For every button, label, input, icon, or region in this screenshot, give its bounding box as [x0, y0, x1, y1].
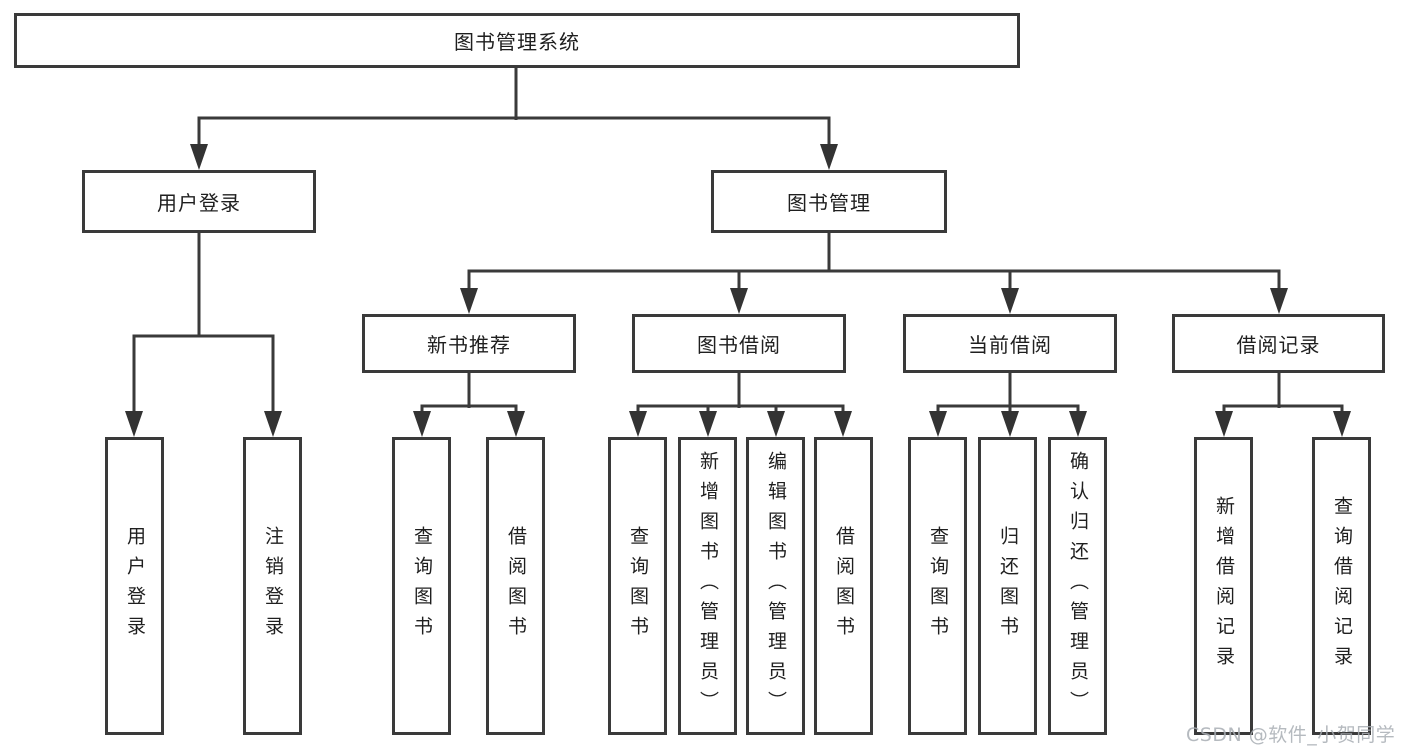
leaf-add-books-admin: 新增图书（管理员） [678, 437, 737, 735]
leaf-user-login: 用户登录 [105, 437, 164, 735]
leaf-confirm-return-admin: 确认归还（管理员） [1048, 437, 1107, 735]
leaf-query-borrow-record: 查询借阅记录 [1312, 437, 1371, 735]
node-current-borrow: 当前借阅 [903, 314, 1117, 373]
leaf-edit-books-admin: 编辑图书（管理员） [746, 437, 805, 735]
leaf-add-borrow-record: 新增借阅记录 [1194, 437, 1253, 735]
leaf-query-books-current: 查询图书 [908, 437, 967, 735]
node-new-book-recommend: 新书推荐 [362, 314, 576, 373]
node-root: 图书管理系统 [14, 13, 1020, 68]
node-borrow-records: 借阅记录 [1172, 314, 1385, 373]
leaf-query-books-borrow: 查询图书 [608, 437, 667, 735]
node-user-login-branch: 用户登录 [82, 170, 316, 233]
watermark-text: CSDN @软件_小贺同学 [1186, 724, 1396, 746]
leaf-borrow-books: 借阅图书 [814, 437, 873, 735]
node-book-borrow: 图书借阅 [632, 314, 846, 373]
leaf-return-books: 归还图书 [978, 437, 1037, 735]
leaf-borrow-books-newbook: 借阅图书 [486, 437, 545, 735]
leaf-query-books-newbook: 查询图书 [392, 437, 451, 735]
leaf-logout: 注销登录 [243, 437, 302, 735]
node-book-management-branch: 图书管理 [711, 170, 947, 233]
